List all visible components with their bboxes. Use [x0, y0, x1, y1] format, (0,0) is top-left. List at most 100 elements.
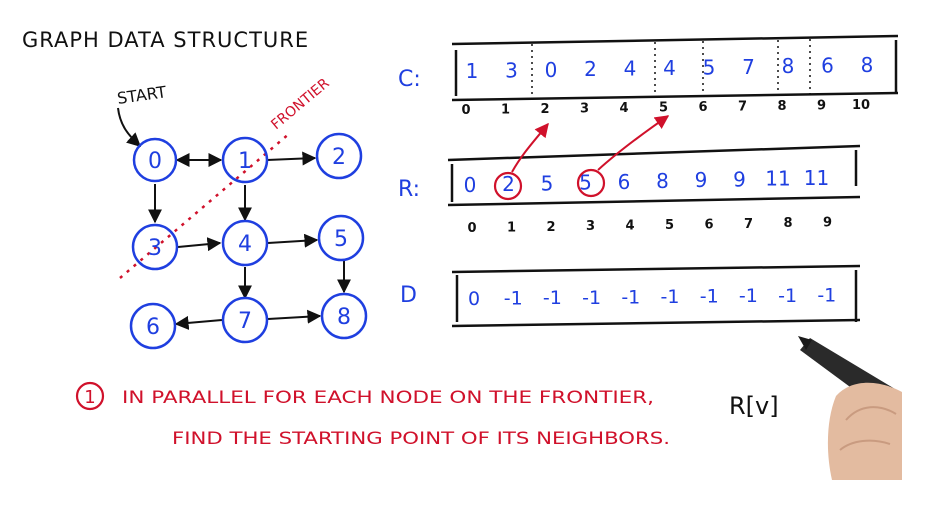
array-r-index-4: 4 [625, 219, 634, 234]
array-d-value-5: -1 [661, 286, 680, 308]
edge-7-8 [267, 309, 322, 324]
array-r-index-5: 5 [665, 218, 674, 233]
array-r-index-1: 1 [507, 220, 516, 235]
array-c-value-10: 8 [861, 53, 874, 77]
array-c-label: C: [398, 67, 421, 92]
frontier-label: FRONTIER [268, 75, 333, 133]
array-c-index-2: 2 [540, 102, 549, 117]
array-c-indices: 0 1 2 3 4 5 6 7 8 9 10 [461, 98, 870, 118]
svg-text:3: 3 [148, 236, 162, 261]
page-title: GRAPH DATA STRUCTURE [22, 28, 309, 52]
array-c-frame [451, 34, 899, 102]
r-circle-index-1 [493, 171, 523, 201]
array-c-index-0: 0 [461, 103, 470, 118]
graph-node-6: 6 [129, 302, 177, 350]
svg-text:0: 0 [148, 149, 162, 174]
array-r-index-6: 6 [704, 217, 713, 232]
start-arrow [117, 107, 142, 147]
svg-text:6: 6 [146, 315, 160, 340]
arrow-r3-to-c5 [597, 115, 670, 171]
hand-with-marker-image [798, 336, 902, 480]
array-c-value-6: 5 [703, 55, 716, 79]
svg-text:4: 4 [238, 232, 252, 257]
formula-r-of-v: R[v] [729, 392, 779, 420]
array-r-index-0: 0 [467, 221, 476, 236]
array-r-value-3: 5 [579, 171, 592, 195]
array-d-value-3: -1 [582, 287, 601, 309]
array-d-value-9: -1 [817, 284, 836, 306]
array-r-frame [447, 144, 861, 207]
array-r-value-1: 2 [502, 172, 515, 196]
array-c-index-5: 5 [659, 101, 668, 116]
array-r-value-9: 11 [804, 166, 829, 190]
array-r-index-7: 7 [744, 217, 753, 232]
array-d-value-6: -1 [700, 286, 719, 308]
step-marker: 1 [75, 381, 105, 411]
array-c-index-8: 8 [777, 99, 786, 114]
note-line-1: IN PARALLEL FOR EACH NODE ON THE FRONTIE… [122, 388, 654, 408]
array-c-index-3: 3 [580, 102, 589, 117]
array-c-value-9: 6 [821, 54, 834, 78]
array-c-value-0: 1 [466, 59, 479, 83]
array-d-value-4: -1 [621, 286, 640, 308]
array-d-value-0: 0 [468, 288, 480, 310]
array-c-index-6: 6 [698, 100, 707, 115]
array-r-value-2: 5 [541, 171, 554, 195]
array-r-index-9: 9 [823, 216, 832, 231]
arrow-r1-to-c2 [511, 122, 549, 173]
array-c-value-5: 4 [663, 56, 676, 80]
array-c-index-9: 9 [817, 99, 826, 114]
array-c-value-4: 4 [624, 57, 637, 81]
svg-text:8: 8 [337, 305, 351, 330]
array-d-frame [451, 264, 861, 328]
array-c-value-1: 3 [505, 58, 518, 82]
svg-text:7: 7 [238, 309, 252, 334]
array-r-value-4: 6 [618, 170, 631, 194]
note-line-2: FIND THE STARTING POINT OF ITS NEIGHBORS… [172, 429, 670, 449]
graph-node-3: 3 [131, 223, 179, 271]
array-d-value-8: -1 [778, 285, 797, 307]
svg-text:5: 5 [334, 227, 348, 252]
array-r-value-6: 9 [695, 168, 708, 192]
graph-node-8: 8 [320, 292, 368, 340]
svg-text:1: 1 [238, 149, 252, 174]
graph-node-2: 2 [315, 132, 363, 180]
graph-nodes: 0 1 2 3 4 5 6 7 8 [129, 132, 368, 350]
edge-7-6 [174, 315, 223, 330]
graph-node-7: 7 [221, 296, 269, 344]
array-c-index-10: 10 [852, 98, 870, 113]
array-r-index-2: 2 [546, 220, 555, 235]
array-r-indices: 0 1 2 3 4 5 6 7 8 9 [467, 216, 832, 236]
edge-3-4 [177, 237, 222, 252]
array-c-values: 1 3 0 2 4 4 5 7 8 6 8 [466, 53, 874, 83]
r-circle-index-3 [576, 168, 606, 198]
array-c-value-2: 0 [545, 58, 558, 82]
edge-1-2 [266, 151, 317, 166]
graph-node-1: 1 [221, 136, 269, 184]
array-r-value-0: 0 [464, 173, 477, 197]
array-c-index-4: 4 [619, 101, 628, 116]
array-d-label: D [400, 283, 417, 308]
array-c-index-7: 7 [738, 100, 747, 115]
array-r-value-7: 9 [733, 167, 746, 191]
array-r-index-3: 3 [586, 219, 595, 234]
array-r-value-8: 11 [765, 167, 790, 191]
array-d-values: 0-1-1-1-1-1-1-1-1-1 [468, 284, 836, 310]
svg-text:2: 2 [332, 145, 346, 170]
r-highlight-circles [493, 168, 606, 201]
r-to-c-arrows [511, 115, 670, 173]
graph-node-0: 0 [132, 137, 178, 183]
array-c-value-8: 8 [782, 54, 795, 78]
array-c-value-3: 2 [584, 57, 597, 81]
frontier-line [119, 132, 291, 279]
edge-4-5 [267, 233, 319, 248]
array-c-value-7: 7 [742, 55, 755, 79]
array-r-label: R: [398, 177, 420, 202]
graph-node-5: 5 [317, 214, 365, 262]
array-r-value-5: 8 [656, 169, 669, 193]
graph-edges [148, 151, 351, 330]
array-d-value-2: -1 [543, 287, 562, 309]
array-c-index-1: 1 [501, 103, 510, 118]
array-r-index-8: 8 [783, 216, 792, 231]
